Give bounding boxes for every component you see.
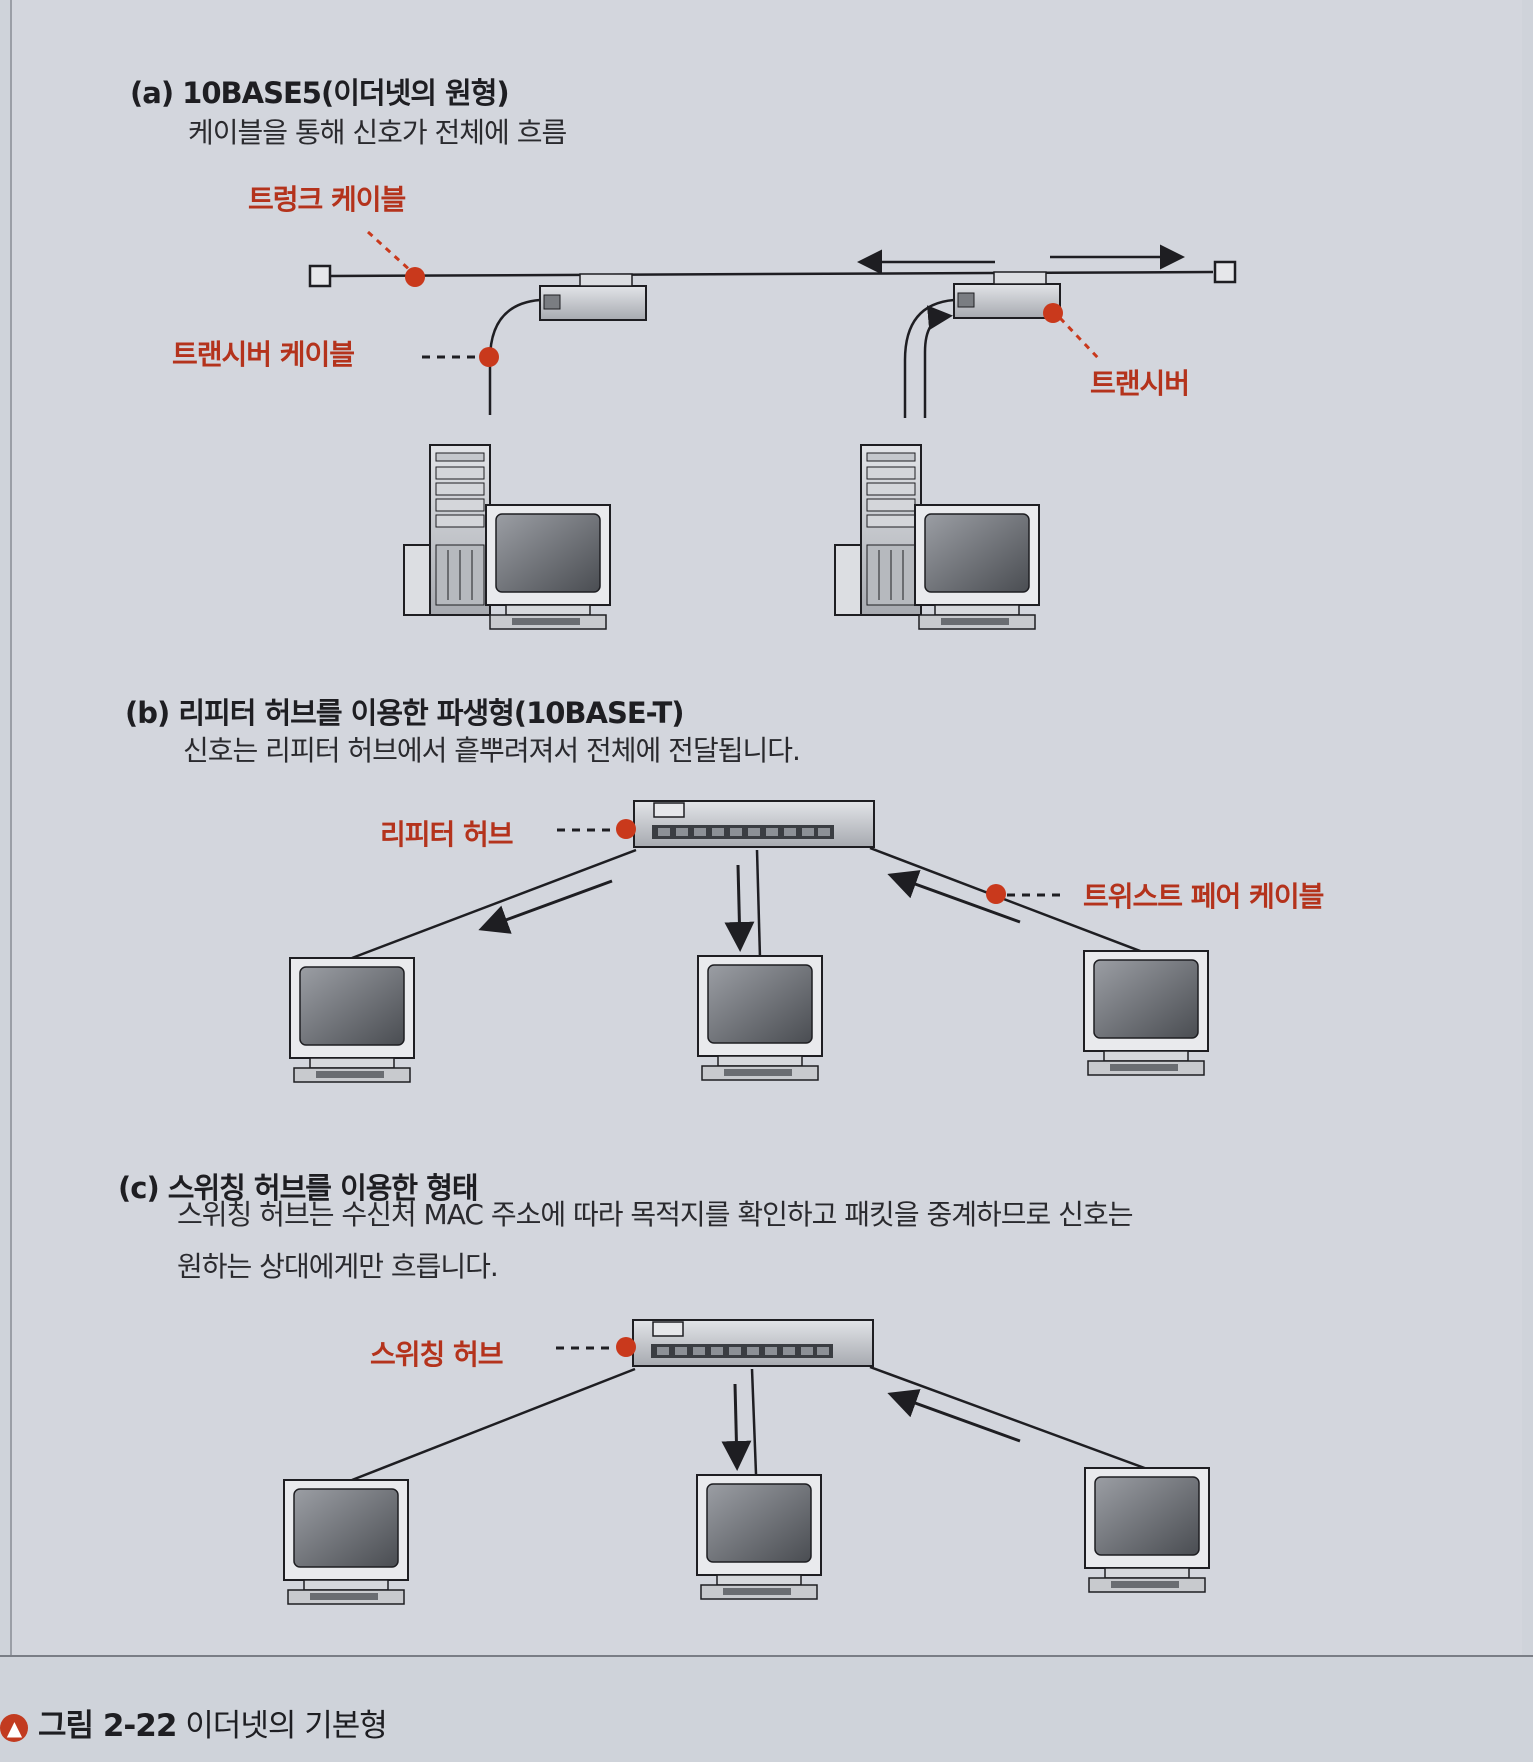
transceiver-cable-right <box>903 298 955 418</box>
repeater-hub <box>633 800 875 848</box>
section-c-description-line1: 스위칭 허브는 수신처 MAC 주소에 따라 목적지를 확인하고 패킷을 중계하… <box>177 1198 1133 1231</box>
switching-hub <box>632 1319 874 1367</box>
repeater-hub-marker <box>616 819 636 839</box>
transceiver-marker <box>1043 303 1063 323</box>
signal-arrow <box>887 870 1021 924</box>
twisted-pair-marker <box>986 884 1006 904</box>
caption-number: 그림 2-22 <box>38 1708 177 1744</box>
twisted-pair-cable <box>755 849 762 959</box>
monitor-icon <box>697 955 823 1081</box>
signal-arrow <box>478 879 613 934</box>
section-b-title: (b) 리피터 허브를 이용한 파생형(10BASE-T) <box>125 696 684 730</box>
terminator-right-icon <box>1213 260 1237 284</box>
arrow-up-circle-icon: ▲ <box>0 1713 28 1742</box>
trunk-cable-marker <box>405 267 425 287</box>
signal-arrow <box>887 1389 1021 1443</box>
caption-divider <box>0 1655 1533 1657</box>
switching-hub-marker <box>616 1337 636 1357</box>
section-c-description-line2: 원하는 상대에게만 흐릅니다. <box>177 1250 499 1283</box>
transceiver-left <box>539 273 647 321</box>
computer-icon <box>834 444 1040 630</box>
twisted-pair-cable <box>351 848 637 960</box>
signal-arrow <box>721 1383 752 1471</box>
transceiver-cable-marker <box>479 347 499 367</box>
ethernet-diagram <box>283 230 1237 1605</box>
section-b-description: 신호는 리피터 허브에서 흩뿌려져서 전체에 전달됩니다. <box>183 734 801 767</box>
monitor-icon <box>289 957 415 1083</box>
computer-icon <box>403 444 611 630</box>
transceiver-label: 트랜시버 <box>1090 367 1190 400</box>
signal-arrow <box>724 864 755 952</box>
trunk-cable <box>308 260 1237 288</box>
figure-caption: ▲ 그림 2-22 이더넷의 기본형 <box>0 1700 388 1745</box>
monitor-icon <box>696 1474 822 1600</box>
section-c-title: (c) 스위칭 허브를 이용한 형태 <box>118 1171 479 1205</box>
trunk-cable-label: 트렁크 케이블 <box>248 183 406 216</box>
signal-arrow-up <box>923 305 953 418</box>
twisted-pair-cable <box>869 1365 1151 1472</box>
twisted-pair-label: 트위스트 페어 케이블 <box>1083 880 1324 913</box>
repeater-hub-label: 리피터 허브 <box>380 818 514 851</box>
twisted-pair-cable <box>750 1368 758 1475</box>
monitor-icon <box>283 1479 409 1605</box>
section-a-description: 케이블을 통해 신호가 전체에 흐름 <box>188 116 567 149</box>
caption-text: 이더넷의 기본형 <box>185 1708 387 1744</box>
switching-hub-label: 스위칭 허브 <box>370 1338 504 1371</box>
twisted-pair-cable <box>351 1367 636 1482</box>
monitor-icon <box>1083 950 1209 1076</box>
monitor-icon <box>1084 1467 1210 1593</box>
terminator-left-icon <box>308 264 332 288</box>
transceiver-cable-label: 트랜시버 케이블 <box>172 338 355 371</box>
section-a-title: (a) 10BASE5(이더넷의 원형) <box>130 76 510 110</box>
twisted-pair-cable <box>869 846 1149 956</box>
